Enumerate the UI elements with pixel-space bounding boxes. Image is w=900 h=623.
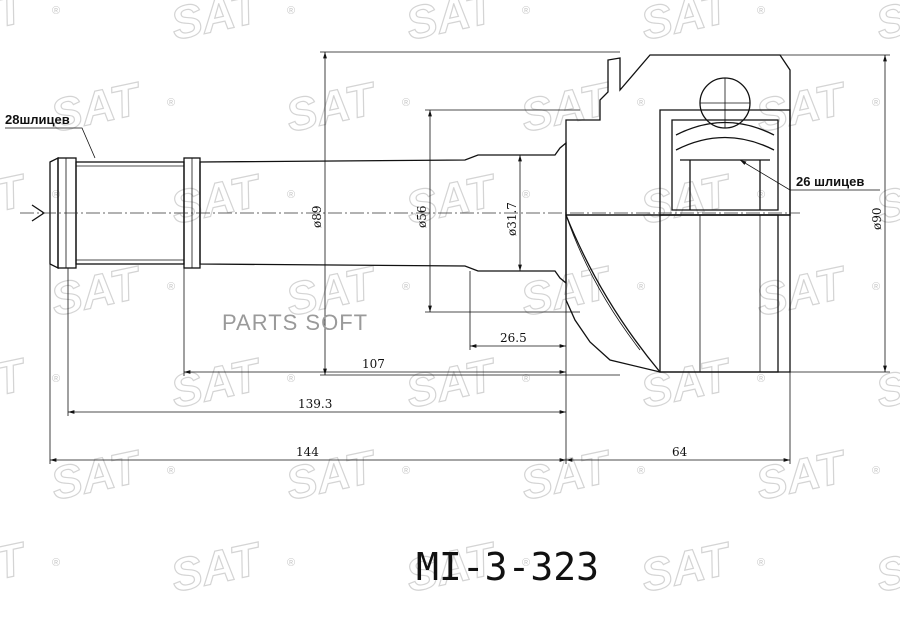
sat-watermark-logo: SAT (636, 348, 737, 418)
sat-watermark-logo: SAT (0, 532, 33, 602)
inner-splines-note: 26 шлицев (796, 174, 864, 189)
sat-watermark-reg: ® (167, 281, 175, 293)
outer-splines-note: 28шлицев (5, 112, 70, 127)
sat-watermark-logo: SAT (46, 72, 147, 142)
sat-watermark-logo: SAT (401, 0, 502, 50)
sat-watermark-reg: ® (872, 97, 880, 109)
sat-watermark-reg: ® (402, 97, 410, 109)
sat-watermark-logo: SAT (516, 72, 617, 142)
sat-watermark-reg: ® (167, 465, 175, 477)
sat-watermark-layer: SAT ® SAT ® SAT ® SAT ® SAT ® SAT ® SAT ® SAT ® SAT ® SAT ®… (0, 0, 900, 602)
sat-watermark-reg: ® (402, 281, 410, 293)
sat-watermark-reg: ® (637, 465, 645, 477)
inner-race-and-ball (659, 77, 791, 216)
dim-d56: ø56 (415, 206, 429, 229)
sat-watermark-reg: ® (522, 373, 530, 385)
sat-watermark-reg: ® (637, 281, 645, 293)
sat-watermark-reg: ® (402, 465, 410, 477)
sat-watermark-logo: SAT (166, 0, 267, 50)
sat-watermark-logo: SAT (166, 532, 267, 602)
dim-144: 144 (296, 445, 319, 459)
sat-watermark-logo: SAT (0, 0, 33, 50)
sat-watermark-reg: ® (757, 189, 765, 201)
diameter-dimensions (320, 51, 890, 376)
sat-watermark-logo: SAT (166, 348, 267, 418)
sat-watermark-reg: ® (757, 373, 765, 385)
sat-watermark-reg: ® (872, 281, 880, 293)
sat-watermark-logo: SAT (516, 440, 617, 510)
sat-watermark-reg: ® (522, 5, 530, 17)
sat-watermark-reg: ® (522, 557, 530, 569)
dim-107: 107 (362, 357, 385, 371)
dim-d89: ø89 (310, 206, 324, 229)
sat-watermark-logo: SAT (751, 440, 852, 510)
sat-watermark-logo: SAT (46, 256, 147, 326)
sat-watermark-logo: SAT (636, 164, 737, 234)
sat-watermark-reg: ® (522, 189, 530, 201)
sat-watermark-logo: SAT (751, 256, 852, 326)
sat-watermark-reg: ® (637, 97, 645, 109)
sat-watermark-logo: SAT (871, 0, 900, 50)
sat-watermark-logo: SAT (636, 532, 737, 602)
sat-watermark-logo: SAT (0, 164, 33, 234)
sat-watermark-reg: ® (52, 5, 60, 17)
sat-watermark-reg: ® (52, 189, 60, 201)
sat-watermark-logo: SAT (46, 440, 147, 510)
sat-watermark-reg: ® (287, 373, 295, 385)
part-number: MI-3-323 (416, 545, 599, 589)
sat-watermark-logo: SAT (871, 348, 900, 418)
dim-64: 64 (672, 445, 688, 459)
sat-watermark-reg: ® (757, 557, 765, 569)
sat-watermark-reg: ® (52, 557, 60, 569)
sat-watermark-logo: SAT (871, 532, 900, 602)
sat-watermark-logo: SAT (401, 348, 502, 418)
sat-watermark-reg: ® (757, 5, 765, 17)
sat-watermark-reg: ® (872, 465, 880, 477)
dim-26-5: 26.5 (500, 331, 527, 345)
length-dimensions (49, 264, 791, 464)
note-leaders (5, 127, 880, 191)
dim-d90: ø90 (870, 208, 884, 231)
sat-watermark-reg: ® (287, 5, 295, 17)
sat-watermark-reg: ® (167, 97, 175, 109)
sat-watermark-logo: SAT (0, 348, 33, 418)
parts-soft-overlay: PARTS SOFT (222, 310, 368, 335)
sat-watermark-logo: SAT (166, 164, 267, 234)
dim-d31-7: ø31.7 (505, 202, 519, 236)
sat-watermark-logo: SAT (281, 72, 382, 142)
sat-watermark-reg: ® (287, 189, 295, 201)
sat-watermark-reg: ® (52, 373, 60, 385)
sat-watermark-reg: ® (287, 557, 295, 569)
sat-watermark-logo: SAT (636, 0, 737, 50)
dim-139-3: 139.3 (298, 397, 332, 411)
